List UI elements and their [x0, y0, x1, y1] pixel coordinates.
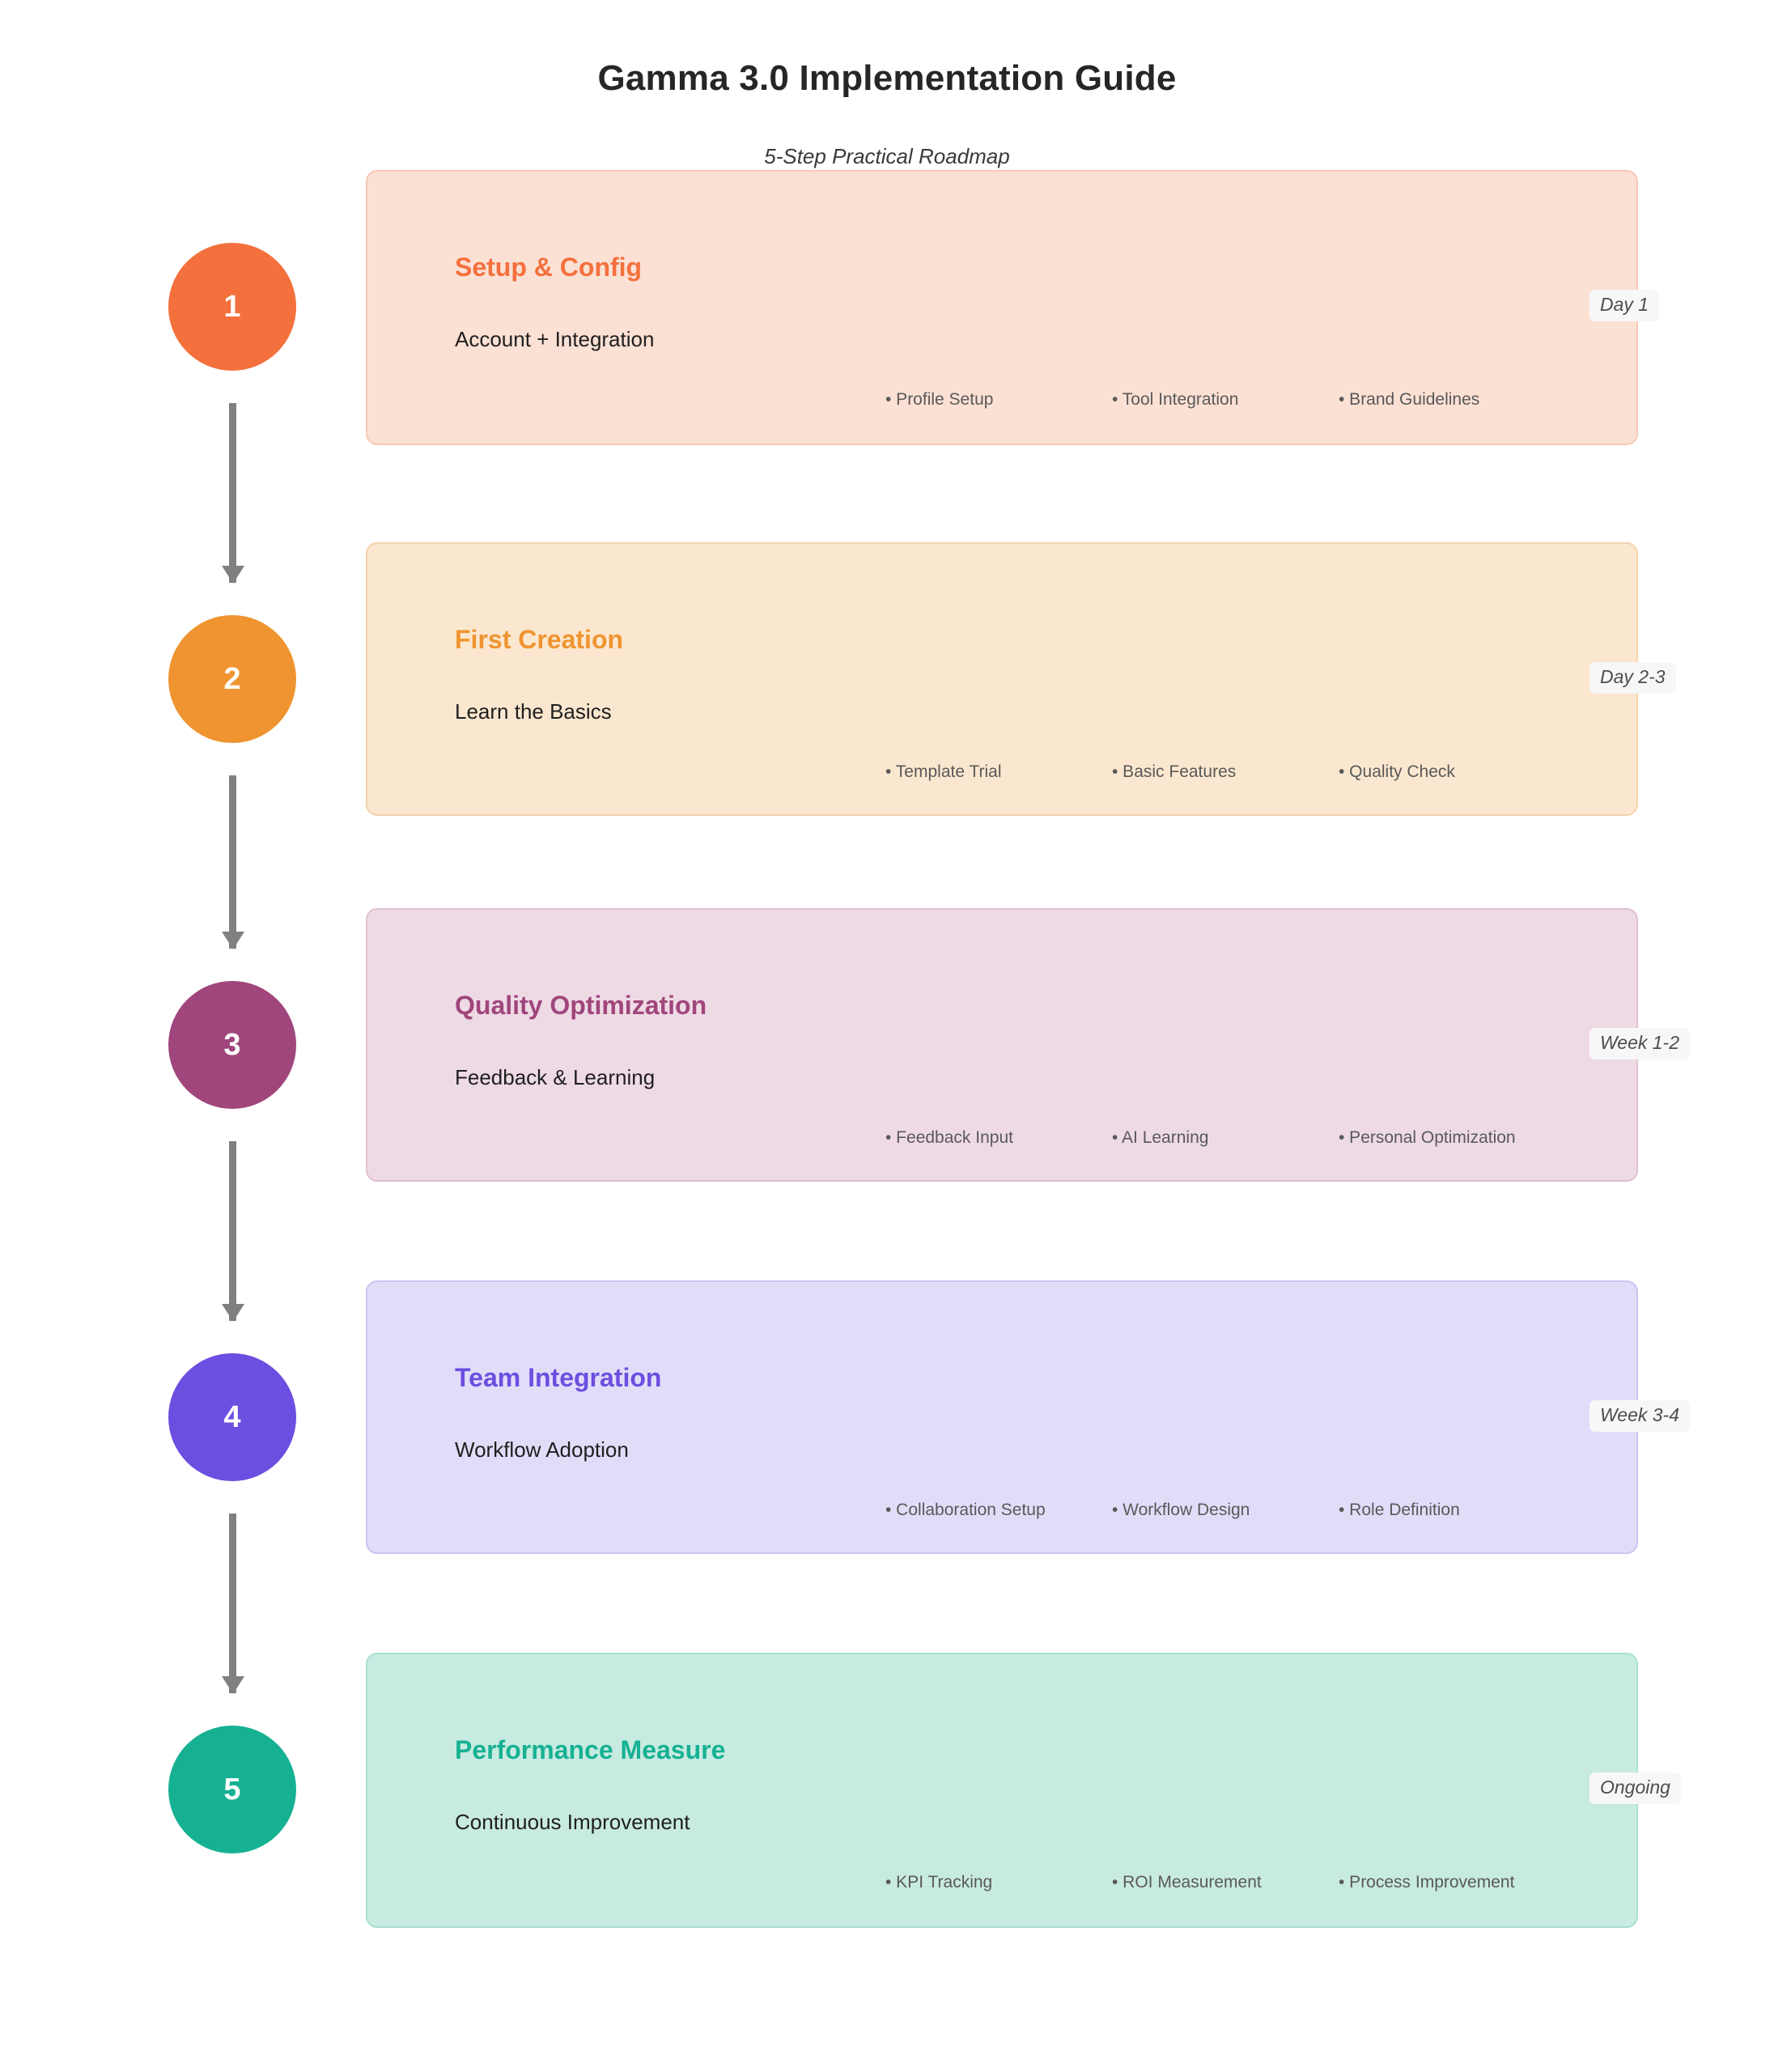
- step-bullet-list: • Collaboration Setup • Workflow Design • …: [885, 1501, 1614, 1520]
- step-subtitle: Account + Integration: [455, 327, 655, 351]
- step-bullet-list: • Profile Setup • Tool Integration • Brand…: [885, 390, 1614, 410]
- step-bullet-item: • Process Improvement: [1339, 1873, 1515, 1892]
- step-connector-arrow: [222, 1514, 244, 1694]
- step-timeframe-tag: Week 1-2: [1589, 1028, 1691, 1059]
- step-heading: Setup & Config: [455, 253, 643, 282]
- step-timeframe-tag: Week 3-4: [1589, 1400, 1691, 1432]
- step-subtitle: Learn the Basics: [455, 699, 612, 724]
- step-heading: Team Integration: [455, 1363, 662, 1392]
- step-bullet-item: • Workflow Design: [1112, 1501, 1250, 1519]
- step-bullet-item: • KPI Tracking: [885, 1873, 993, 1892]
- step-heading: Performance Measure: [455, 1735, 726, 1764]
- step-connector-arrow: [222, 403, 244, 584]
- step-bullet-item: • Role Definition: [1339, 1501, 1460, 1519]
- arrow-head-icon: [222, 566, 244, 584]
- step-number-marker[interactable]: 1: [168, 243, 296, 371]
- step-timeframe-tag: Day 2-3: [1589, 662, 1676, 694]
- arrow-head-icon: [222, 932, 244, 949]
- page-title: Gamma 3.0 Implementation Guide: [597, 58, 1177, 98]
- step-bullet-item: • Template Trial: [885, 762, 1002, 781]
- connector-line: [229, 775, 236, 949]
- step-bullet-item: • Personal Optimization: [1339, 1128, 1516, 1147]
- step-connector-arrow: [222, 775, 244, 949]
- step-number-marker[interactable]: 2: [168, 615, 296, 743]
- arrow-head-icon: [222, 1304, 244, 1322]
- step-timeframe-tag: Ongoing: [1589, 1773, 1681, 1804]
- step-bullet-item: • Tool Integration: [1112, 390, 1239, 409]
- step-number-marker[interactable]: 3: [168, 981, 296, 1109]
- step-bullet-item: • AI Learning: [1112, 1128, 1209, 1147]
- step-bullet-item: • Basic Features: [1112, 762, 1237, 781]
- step-subtitle: Feedback & Learning: [455, 1065, 656, 1089]
- step-heading: First Creation: [455, 625, 624, 654]
- step-bullet-item: • Brand Guidelines: [1339, 390, 1480, 409]
- step-bullet-item: • ROI Measurement: [1112, 1873, 1262, 1892]
- step-bullet-item: • Profile Setup: [885, 390, 994, 409]
- step-subtitle: Continuous Improvement: [455, 1810, 690, 1834]
- step-bullet-item: • Feedback Input: [885, 1128, 1013, 1147]
- connector-line: [229, 1141, 236, 1321]
- step-bullet-list: • KPI Tracking • ROI Measurement • Process…: [885, 1873, 1614, 1892]
- step-timeframe-tag: Day 1: [1589, 290, 1660, 321]
- step-subtitle: Workflow Adoption: [455, 1437, 629, 1462]
- step-connector-arrow: [222, 1141, 244, 1322]
- step-bullet-list: • Template Trial • Basic Features • Qualit…: [885, 762, 1614, 782]
- step-heading: Quality Optimization: [455, 991, 707, 1020]
- step-bullet-item: • Collaboration Setup: [885, 1501, 1046, 1519]
- step-number-marker[interactable]: 5: [168, 1726, 296, 1853]
- step-bullet-item: • Quality Check: [1339, 762, 1455, 781]
- step-number-marker[interactable]: 4: [168, 1353, 296, 1481]
- step-bullet-list: • Feedback Input • AI Learning • Personal …: [885, 1128, 1614, 1148]
- arrow-head-icon: [222, 1676, 244, 1694]
- page-subtitle: 5-Step Practical Roadmap: [764, 144, 1010, 168]
- connector-line: [229, 403, 236, 583]
- connector-line: [229, 1514, 236, 1693]
